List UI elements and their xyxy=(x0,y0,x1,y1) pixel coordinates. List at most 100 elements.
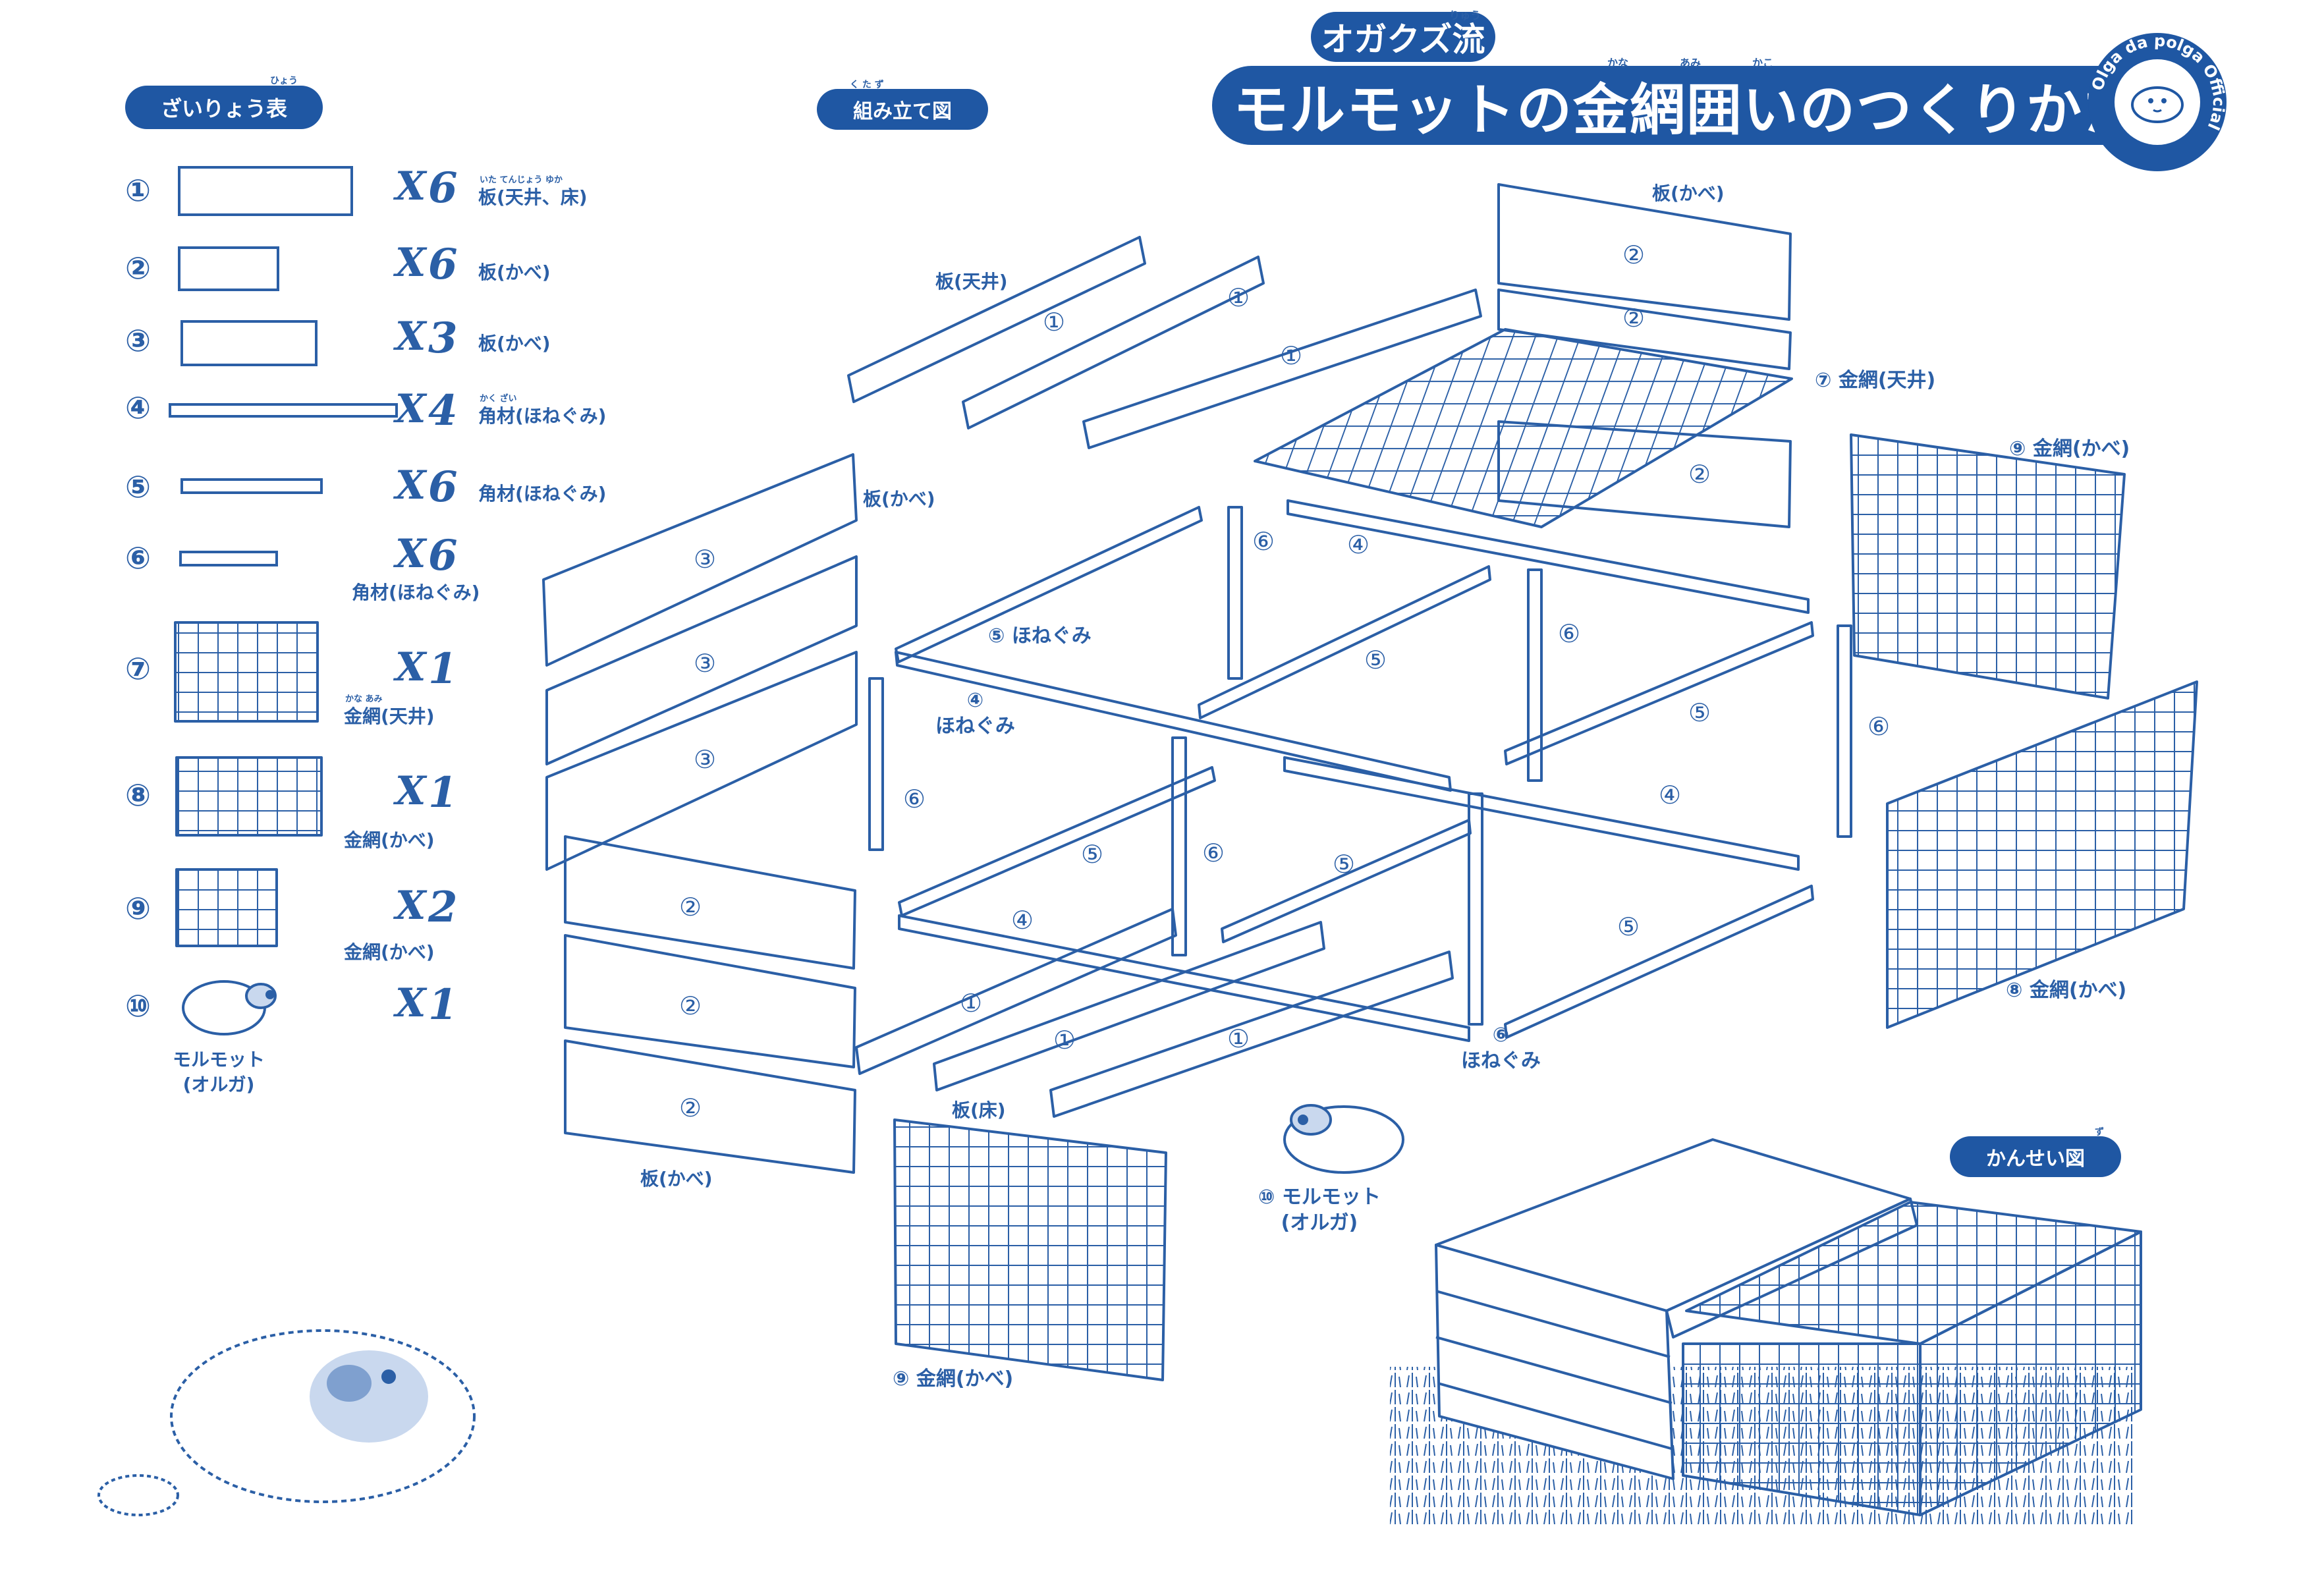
material-name: 金網(天井) xyxy=(344,705,435,727)
label-wall-board-bottom: 板(かべ) xyxy=(640,1168,713,1190)
mesh-icon-7 xyxy=(174,621,319,723)
qty-times: X xyxy=(395,240,426,286)
materials-section-badge: ざいりょう表 xyxy=(125,86,323,129)
svg-text:②: ② xyxy=(1622,304,1645,333)
material-num: ① xyxy=(125,173,151,208)
title-ruby-kana: かな xyxy=(1607,57,1629,69)
label-mesh-wall-9-bottom: ⑨ 金網(かべ) xyxy=(893,1367,1014,1391)
svg-text:①: ① xyxy=(1227,1024,1250,1053)
complete-section-label: かんせい図 xyxy=(1986,1147,2085,1171)
svg-text:⑤: ⑤ xyxy=(1688,698,1711,727)
guinea-pig-small-icon xyxy=(182,980,277,1035)
material-name: 角材(ほねぐみ) xyxy=(478,483,607,505)
label-frame-6: ⑥ ほねぐみ xyxy=(1461,1024,1541,1072)
official-logo: Olga da polga Official xyxy=(2088,33,2227,171)
svg-text:④: ④ xyxy=(1659,781,1681,810)
guinea-pig-center-icon xyxy=(1283,1104,1404,1174)
qty-value: 6 xyxy=(428,163,458,213)
svg-text:①: ① xyxy=(1227,283,1250,312)
ceiling-boards xyxy=(847,236,1482,449)
qty-times: X xyxy=(395,980,426,1026)
qty-times: X xyxy=(395,531,426,577)
board-shape xyxy=(178,246,279,291)
material-num: ⑨ xyxy=(125,891,151,926)
label-wall-board-top: 板(かべ) xyxy=(1652,182,1725,204)
floor-boards xyxy=(855,908,1454,1118)
header: オガクズ流 りゅう モルモットの金網囲いのつくりかた かな あみ かこ xyxy=(1212,7,2240,145)
assembly-ruby: く た ず xyxy=(850,80,884,90)
qty-value: 2 xyxy=(428,883,458,932)
label-mesh-ceiling: ⑦ 金網(天井) xyxy=(1815,369,1936,392)
svg-text:②: ② xyxy=(1622,240,1645,269)
board-shape xyxy=(180,320,318,366)
complete-section-badge: かんせい図 xyxy=(1950,1136,2121,1177)
wall-boards-front xyxy=(564,835,856,1174)
beam-shape xyxy=(180,478,323,494)
material-num: ⑤ xyxy=(125,469,151,505)
material-name: 板(かべ) xyxy=(478,333,551,354)
label-floor-board: 板(床) xyxy=(952,1099,1006,1121)
qty-value: 4 xyxy=(428,386,458,435)
assembly-section-label: 組み立て図 xyxy=(853,100,952,123)
materials-list: ① X 6 いた てんじょう ゆか 板(天井、床) ② X 6 板(かべ) ③ … xyxy=(0,0,606,1120)
qty-value: 3 xyxy=(428,314,458,363)
material-ruby: かな あみ xyxy=(345,694,383,704)
frame-beams xyxy=(868,499,1852,1042)
logo-ring-text: Olga da polga Official xyxy=(2088,33,2227,133)
materials-ruby: ひょう xyxy=(270,76,298,86)
logo-guinea-pig-icon xyxy=(2131,86,2184,123)
material-num: ⑦ xyxy=(125,651,151,686)
material-num: ⑩ xyxy=(125,988,151,1024)
material-ruby: いた てんじょう ゆか xyxy=(480,175,563,185)
svg-text:⑤: ⑤ xyxy=(1081,840,1103,869)
svg-text:③: ③ xyxy=(694,649,716,678)
svg-text:⑤: ⑤ xyxy=(1364,646,1387,675)
title-ruby-ami: あみ xyxy=(1680,57,1702,69)
mesh-icon-8 xyxy=(175,756,323,837)
qty-value: 6 xyxy=(428,240,458,289)
subtitle-ruby: りゅう xyxy=(1449,9,1481,22)
svg-text:①: ① xyxy=(1280,341,1302,370)
qty-times: X xyxy=(395,768,426,814)
label-mesh-wall-8: ⑧ 金網(かべ) xyxy=(2006,979,2127,1002)
material-ruby: かく ざい xyxy=(480,394,517,404)
svg-text:⑥: ⑥ xyxy=(1202,839,1225,868)
svg-text:①: ① xyxy=(960,989,982,1018)
ceiling-mesh xyxy=(1254,328,1793,528)
material-name: 金網(かべ) xyxy=(344,941,435,963)
qty-times: X xyxy=(395,644,426,690)
qty-value: 1 xyxy=(428,980,458,1030)
label-mesh-wall-9-right: ⑨ 金網(かべ) xyxy=(2009,437,2130,460)
mesh-wall-9-right xyxy=(1850,433,2126,700)
mesh-wall-8-right xyxy=(1886,680,2198,1029)
completed-hutch xyxy=(1390,1138,2142,1525)
qty-value: 6 xyxy=(428,531,458,580)
complete-ruby: ず xyxy=(2095,1127,2104,1138)
material-name: 角材(ほねぐみ) xyxy=(478,405,607,427)
material-name: モルモット (オルガ) xyxy=(173,1049,265,1095)
svg-text:⑤: ⑤ xyxy=(1333,850,1355,879)
wall-boards-left xyxy=(542,453,858,871)
mesh-icon-9 xyxy=(175,868,278,947)
svg-text:⑥: ⑥ xyxy=(903,785,926,813)
svg-text:③: ③ xyxy=(694,545,716,574)
label-ceiling-board: 板(天井) xyxy=(935,271,1008,292)
material-name: 角材(ほねぐみ) xyxy=(352,582,480,603)
qty-times: X xyxy=(395,462,426,509)
label-frame-4: ④ ほねぐみ xyxy=(935,689,1015,738)
svg-text:②: ② xyxy=(1688,460,1711,489)
svg-text:②: ② xyxy=(679,893,702,922)
svg-text:②: ② xyxy=(679,1093,702,1122)
subtitle-badge: オガクズ流 xyxy=(1311,12,1495,62)
title-ruby-kakoi: かこ xyxy=(1752,57,1774,69)
qty-value: 1 xyxy=(428,768,458,817)
material-num: ② xyxy=(125,250,151,286)
material-num: ④ xyxy=(125,390,151,426)
subtitle-text: オガクズ流 xyxy=(1321,20,1485,59)
label-wall-board-left: 板(かべ) xyxy=(863,488,935,510)
label-guinea-pig: ⑩ モルモット (オルガ) xyxy=(1258,1186,1381,1234)
material-name: 板(かべ) xyxy=(478,262,551,283)
svg-text:⑥: ⑥ xyxy=(1252,527,1275,556)
